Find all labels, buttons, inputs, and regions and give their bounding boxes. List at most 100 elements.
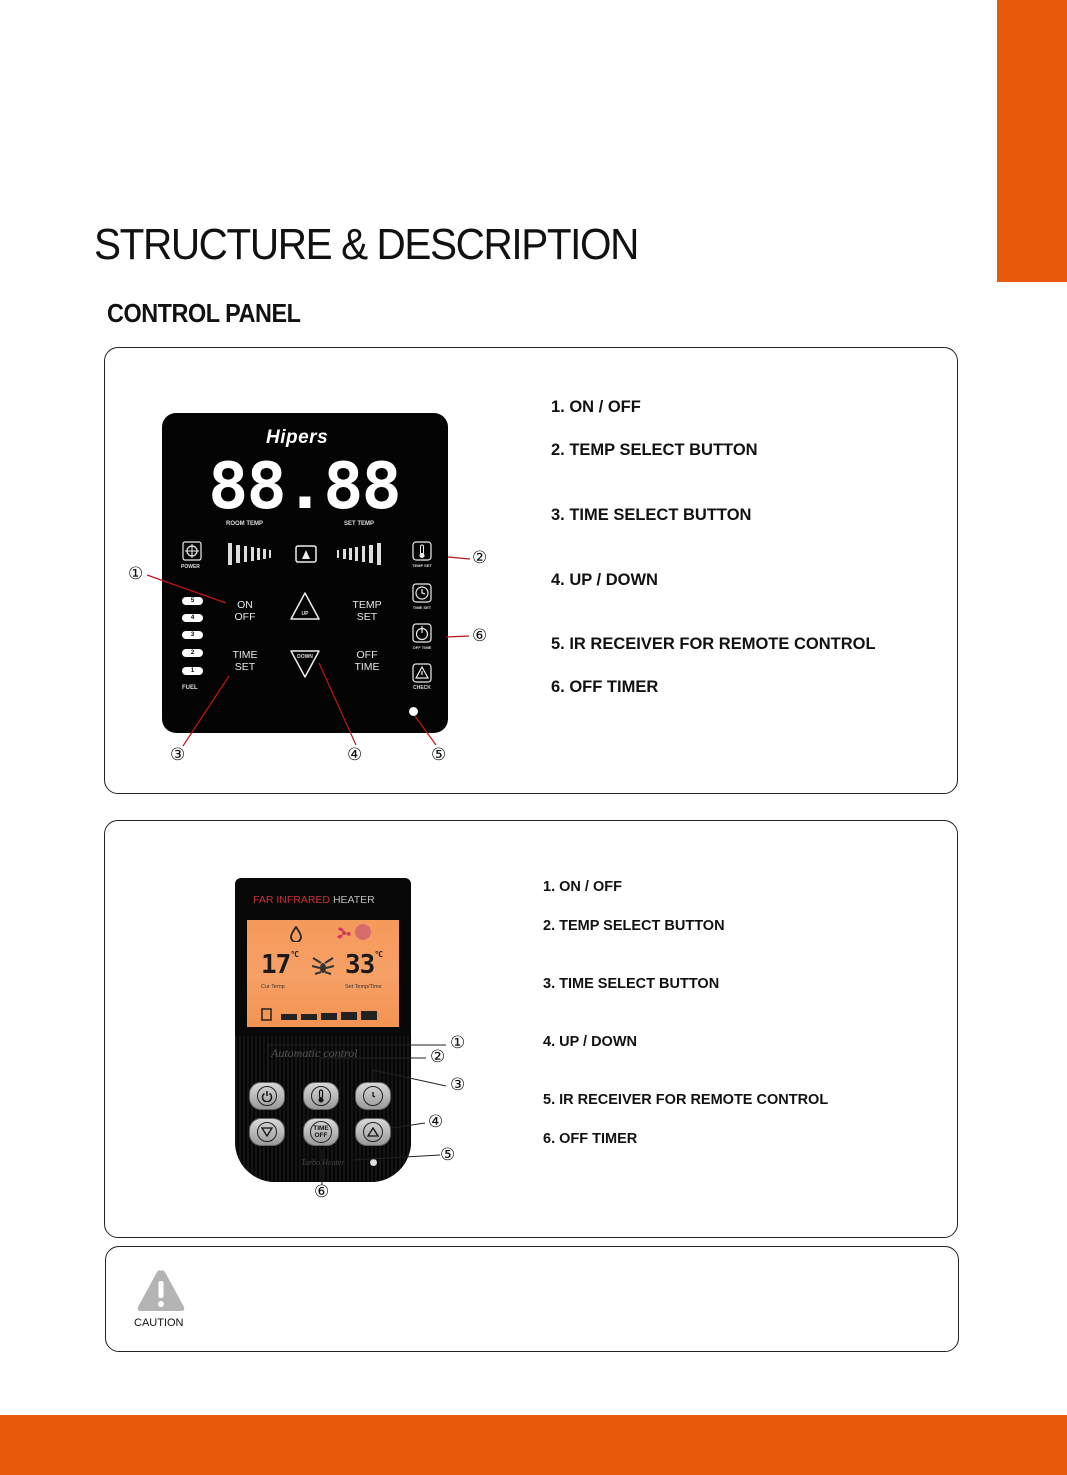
time-select-button[interactable] (355, 1082, 391, 1110)
ir-receiver-dot (409, 707, 418, 716)
heat-wave-icon (311, 957, 335, 975)
panel2-item-3: 3. TIME SELECT BUTTON (543, 976, 720, 992)
temp-set-label-temp: TEMP (352, 599, 382, 611)
touch-control-panel: Hipers 88.88 ROOM TEMP SET TEMP POWER TE… (162, 413, 448, 733)
time-off-button[interactable]: TIME OFF (303, 1118, 339, 1146)
callout-2-2: ② (430, 1047, 446, 1067)
callout-1: ① (128, 564, 144, 584)
callout-6: ⑥ (472, 626, 488, 646)
up-triangle-icon (367, 1127, 379, 1137)
set-temp: 33°C (345, 950, 383, 980)
panel2-header-b: HEATER (332, 894, 375, 906)
turbo-heater-script: Turbo Heater (301, 1158, 345, 1167)
down-arrow-icon (257, 1122, 277, 1142)
down-triangle-icon (261, 1127, 273, 1137)
down-button-2[interactable] (249, 1118, 285, 1146)
temp-set-label-set: SET (356, 611, 378, 623)
power-button[interactable] (249, 1082, 285, 1110)
clock-icon (363, 1086, 383, 1106)
panel2-item-5: 5. IR RECEIVER FOR REMOTE CONTROL (543, 1092, 829, 1108)
time-set-icon-label: TIME SET (412, 605, 432, 610)
current-temp: 17°C (261, 950, 299, 980)
on-off-label-on: ON (237, 599, 253, 611)
thermometer-symbol-icon (318, 1089, 324, 1103)
temp-set-button[interactable]: TEMP SET (350, 599, 384, 623)
current-temp-unit: °C (290, 950, 299, 959)
lcd-screen: 17°C 33°C Cur Temp Set Temp/Time (247, 920, 399, 1027)
temp-set-icon[interactable] (412, 541, 432, 561)
time-set-icon[interactable] (412, 583, 432, 603)
lcd-control-panel: FAR INFRARED HEATER 17°C 33°C Cur Temp S… (235, 878, 411, 1182)
fuel-level-5: 5 (182, 597, 203, 605)
temp-select-button[interactable] (303, 1082, 339, 1110)
off-time-button[interactable]: OFF TIME (350, 649, 384, 673)
panel2-item-1: 1. ON / OFF (543, 879, 622, 895)
thermometer-icon (311, 1086, 331, 1106)
temp-set-icon-label: TEMP SET (412, 563, 432, 568)
fuel-level-1: 1 (182, 667, 203, 675)
badge-icon (355, 924, 371, 940)
set-temp-time-label: Set Temp/Time (345, 984, 382, 990)
down-button[interactable] (289, 649, 321, 679)
off-time-label-off: OFF (356, 649, 378, 661)
panel1-item-6: 6. OFF TIMER (551, 678, 659, 696)
panel2-callout-lines (267, 1044, 447, 1185)
segment-display: 88.88 (208, 450, 402, 524)
panel2-header-a: FAR INFRARED (253, 894, 331, 906)
caution-box (105, 1246, 959, 1352)
panel1-item-4: 4. UP / DOWN (551, 571, 658, 589)
on-off-label-off: OFF (234, 611, 256, 623)
room-temp-label: ROOM TEMP (226, 521, 263, 527)
set-temp-label: SET TEMP (344, 521, 375, 527)
up-label: UP (301, 611, 309, 617)
off-time-icon[interactable] (412, 623, 432, 643)
power-symbol-icon (261, 1091, 273, 1102)
time-set-label-time: TIME (232, 649, 258, 661)
current-temp-value: 17 (261, 950, 291, 980)
off-time-label-time: TIME (354, 661, 380, 673)
callout-2-5: ⑤ (440, 1145, 456, 1165)
callout-2-6: ⑥ (314, 1182, 330, 1202)
up-arrow-icon (363, 1122, 383, 1142)
down-label: DOWN (297, 654, 313, 660)
callout-2-1: ① (450, 1033, 466, 1053)
power-icon-2 (257, 1086, 277, 1106)
time-off-label: TIME OFF (310, 1121, 332, 1143)
on-off-button[interactable]: ON OFF (228, 599, 262, 623)
callout-2: ② (472, 548, 488, 568)
fuel-level-4: 4 (182, 614, 203, 622)
panel1-item-3: 3. TIME SELECT BUTTON (551, 506, 752, 524)
panel1-item-1: 1. ON / OFF (551, 398, 641, 416)
callout-5: ⑤ (431, 745, 447, 765)
fuel-label: FUEL (182, 685, 198, 691)
fan-icon (337, 927, 351, 939)
check-label: CHECK (413, 685, 431, 691)
panel2-item-4: 4. UP / DOWN (543, 1034, 637, 1050)
power-label: POWER (181, 564, 200, 570)
fuel-drop-icon (290, 926, 302, 942)
page-title: STRUCTURE & DESCRIPTION (94, 220, 639, 269)
callout-2-3: ③ (450, 1075, 466, 1095)
panel2-item-6: 6. OFF TIMER (543, 1131, 638, 1147)
heat-level-bars (228, 543, 381, 565)
section-title: CONTROL PANEL (107, 298, 301, 328)
power-icon[interactable] (182, 541, 202, 561)
callout-3: ③ (170, 745, 186, 765)
brand-logo: Hipers (266, 427, 329, 448)
footer-bar (0, 1415, 1067, 1475)
automatic-control-script: Automatic control (271, 1046, 358, 1060)
check-warning-icon (412, 663, 432, 683)
set-temp-value: 33 (345, 950, 375, 980)
callout-4: ④ (347, 745, 363, 765)
up-button-2[interactable] (355, 1118, 391, 1146)
ir-receiver-dot-2 (370, 1159, 377, 1166)
up-button[interactable] (289, 591, 321, 621)
clock-symbol-icon (372, 1092, 376, 1098)
off-time-icon-label: OFF TIME (412, 645, 432, 650)
set-temp-unit: °C (374, 950, 383, 959)
panel1-item-2: 2. TEMP SELECT BUTTON (551, 441, 758, 459)
panel2-header: FAR INFRARED HEATER (253, 894, 375, 906)
fuel-level-3: 3 (182, 631, 203, 639)
time-set-label-set: SET (234, 661, 256, 673)
time-set-button[interactable]: TIME SET (228, 649, 262, 673)
